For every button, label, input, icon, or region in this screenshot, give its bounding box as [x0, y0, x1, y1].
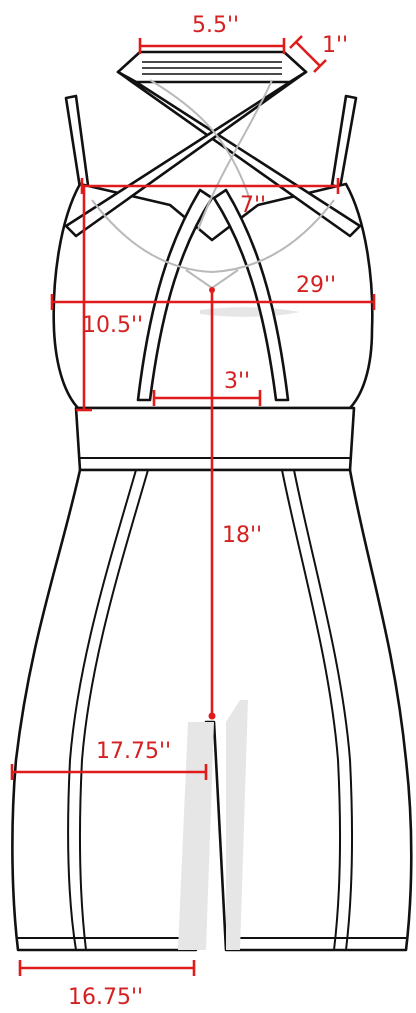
hip-circumference-label: 29'' — [296, 273, 336, 298]
skirt-length-label: 18'' — [222, 523, 262, 548]
band-width-label: 3'' — [224, 369, 250, 394]
thigh-width-label: 17.75'' — [96, 739, 171, 764]
inner-guide-lines — [91, 79, 335, 290]
bodice-length-label: 10.5'' — [82, 313, 143, 338]
measurement-lines — [10, 35, 376, 976]
neck-width-label: 5.5'' — [192, 13, 239, 38]
halter-straps — [64, 50, 362, 402]
bust-width-label: 7'' — [240, 193, 266, 218]
strap-width-label: 1'' — [322, 33, 348, 58]
measurement-labels: 5.5'' 1'' 7'' 29'' 10.5'' 3'' 18'' 17.75… — [68, 13, 348, 1010]
hem-width-label: 16.75'' — [68, 985, 143, 1010]
